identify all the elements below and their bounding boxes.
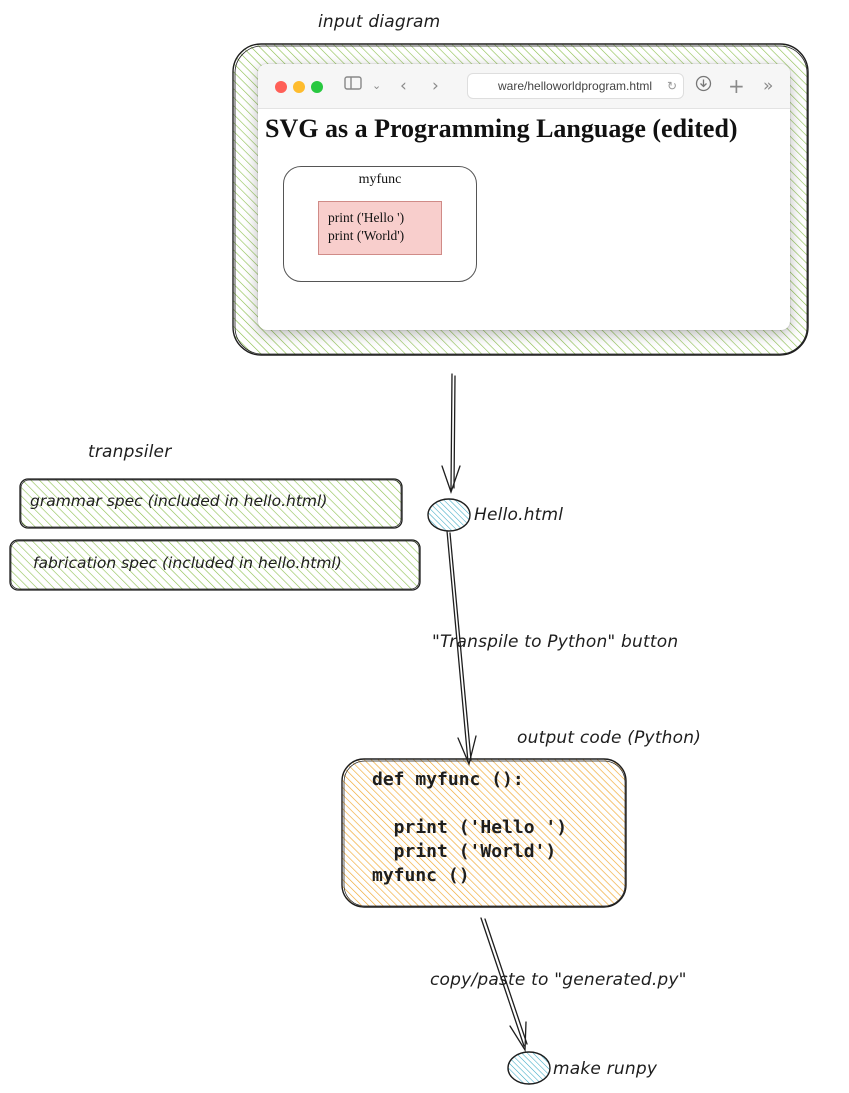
forward-arrow-icon[interactable]: ›	[432, 76, 439, 96]
sidebar-toggle-icon[interactable]	[344, 75, 362, 97]
chevron-down-icon[interactable]: ⌄	[372, 79, 382, 92]
reload-icon[interactable]: ↻	[666, 79, 677, 93]
browser-toolbar: ⌄ ‹ › ware/helloworldprogram.html ↻ + »	[258, 64, 790, 109]
output-code-label: output code (Python)	[517, 728, 702, 748]
hello-html-label: Hello.html	[474, 505, 564, 525]
browser-window: ⌄ ‹ › ware/helloworldprogram.html ↻ + » …	[258, 64, 790, 330]
back-arrow-icon[interactable]: ‹	[400, 76, 407, 96]
transpiler-label: tranpsiler	[88, 442, 172, 462]
code-line: print ('World')	[372, 841, 557, 862]
minimize-window-dot[interactable]	[293, 81, 305, 93]
myfunc-box: myfunc print ('Hello ') print ('World')	[283, 166, 477, 282]
code-line: myfunc ()	[372, 865, 470, 886]
copy-paste-label: copy/paste to "generated.py"	[430, 970, 687, 990]
code-line: print ('Hello ')	[372, 817, 568, 838]
new-tab-icon[interactable]: +	[728, 74, 745, 98]
arrow-hello-to-output	[446, 530, 477, 767]
hello-html-node	[427, 498, 471, 532]
arrow-output-to-runpy	[480, 917, 528, 1053]
address-url: ware/helloworldprogram.html	[498, 79, 653, 93]
close-window-dot[interactable]	[275, 81, 287, 93]
code-line	[372, 792, 567, 816]
grammar-spec-box	[19, 478, 403, 529]
func-body-box: print ('Hello ') print ('World')	[318, 201, 442, 255]
make-runpy-node	[507, 1051, 551, 1085]
transpile-button-label: "Transpile to Python" button	[432, 632, 679, 652]
more-tabs-icon[interactable]: »	[763, 76, 774, 96]
arrow-input-to-hello	[441, 373, 461, 494]
download-icon[interactable]	[695, 75, 712, 98]
address-bar[interactable]: ware/helloworldprogram.html ↻	[467, 73, 684, 99]
body-line-2: print ('World')	[328, 228, 405, 243]
body-line-1: print ('Hello ')	[328, 210, 405, 225]
code-line: def myfunc ():	[372, 769, 524, 790]
fabrication-spec-box	[9, 539, 421, 591]
make-runpy-label: make runpy	[553, 1059, 658, 1079]
grammar-spec-text: grammar spec (included in hello.html)	[30, 492, 328, 510]
output-code-box	[341, 758, 627, 908]
fabrication-spec-text: fabrication spec (included in hello.html…	[33, 554, 342, 572]
func-name: myfunc	[358, 172, 402, 187]
zoom-window-dot[interactable]	[311, 81, 323, 93]
output-code-text: def myfunc (): print ('Hello ') print ('…	[372, 768, 567, 888]
input-diagram-label: input diagram	[318, 12, 441, 32]
page-heading: SVG as a Programming Language (edited)	[265, 114, 738, 143]
